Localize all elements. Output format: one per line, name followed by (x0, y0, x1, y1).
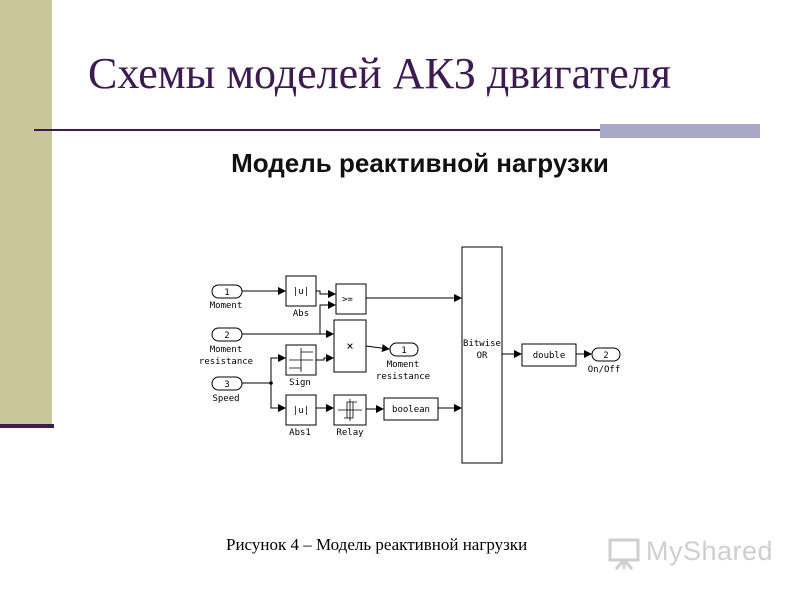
watermark-text: MyShared (646, 536, 774, 566)
product-block: × (333, 319, 367, 373)
abs-block-label: Abs (293, 309, 309, 319)
abs-block: |u| Abs (285, 275, 317, 319)
inport-speed: 3 Speed (211, 376, 243, 404)
inport-moment-number: 1 (224, 288, 229, 298)
outport-on-off-number: 2 (603, 351, 608, 361)
boolean-conversion-block: boolean (383, 397, 439, 421)
inport-speed-number: 3 (224, 380, 229, 390)
slide-title: Схемы моделей АКЗ двигателя (88, 49, 671, 98)
inport-moment: 1 Moment (210, 284, 243, 311)
outport-moment-resistance: 1 Moment resistance (376, 342, 430, 382)
line-abs-to-compare (316, 290, 336, 298)
side-decor-bar (0, 0, 52, 428)
outport-moment-resistance-label-line2: resistance (376, 372, 430, 382)
slide-subtitle: Модель реактивной нагрузки (231, 148, 609, 178)
title-underline-accent (600, 124, 760, 138)
sign-block-icon (289, 348, 313, 372)
abs-block-symbol: |u| (293, 287, 309, 297)
figure-caption: Рисунок 4 – Модель реактивной нагрузки (226, 535, 528, 554)
side-decor-bar-foot (0, 424, 54, 428)
presentation-board-icon (608, 538, 640, 570)
outport-moment-resistance-number: 1 (401, 346, 406, 356)
abs1-block-label: Abs1 (289, 428, 311, 438)
line-product-to-outport (365, 344, 390, 353)
line-sign-to-product (316, 354, 334, 362)
sign-block: Sign (285, 344, 317, 388)
relay-block-icon (338, 399, 362, 421)
outport-moment-resistance-label-line1: Moment (387, 360, 420, 370)
inport-moment-resistance-label-line1: Moment (210, 345, 243, 355)
watermark: MyShared (606, 536, 773, 572)
line-moment-resistance-to-compare (319, 301, 336, 334)
compare-block: >= (335, 283, 367, 315)
inport-moment-resistance-label-line2: resistance (199, 357, 253, 367)
bitwise-or-block-line1: Bitwise (463, 339, 501, 349)
inport-speed-label: Speed (212, 394, 239, 404)
double-conversion-block-symbol: double (533, 351, 566, 361)
bitwise-or-block-line2: OR (477, 351, 488, 361)
line-speed-to-sign (270, 354, 286, 383)
branch-point (269, 381, 273, 385)
outport-on-off: 2 On/Off (588, 347, 621, 375)
outport-on-off-label: On/Off (588, 365, 621, 375)
double-conversion-block: double (521, 343, 577, 367)
inport-moment-resistance-number: 2 (224, 331, 229, 341)
abs1-block: |u| Abs1 (285, 394, 317, 438)
signal-lines (242, 287, 592, 413)
relay-block-label: Relay (336, 428, 364, 438)
inport-moment-label: Moment (210, 301, 243, 311)
bitwise-or-block: Bitwise OR (461, 246, 503, 464)
product-block-symbol: × (346, 339, 353, 353)
relay-block: Relay (333, 394, 367, 438)
abs1-block-symbol: |u| (293, 406, 309, 416)
compare-block-symbol: >= (342, 295, 353, 305)
boolean-conversion-block-symbol: boolean (392, 405, 430, 415)
sign-block-label: Sign (289, 378, 311, 388)
line-speed-to-abs1 (270, 383, 286, 412)
title-underline (34, 129, 760, 131)
